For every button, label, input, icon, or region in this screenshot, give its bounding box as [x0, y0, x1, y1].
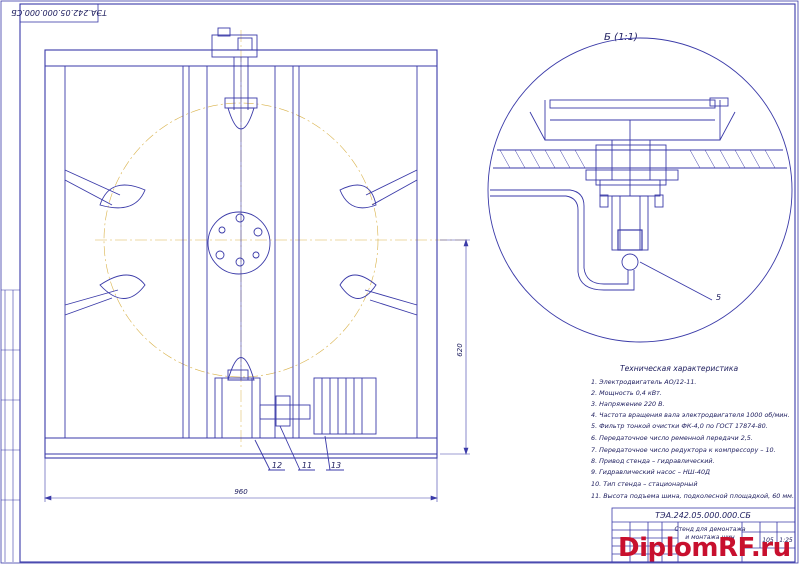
- mass-value: 105: [762, 537, 774, 544]
- spec-item: 1. Электродвигатель АО/12-11.: [591, 378, 696, 386]
- top-screw-assembly: [211, 34, 258, 58]
- spec-item: 7. Передаточное число редуктора к компре…: [591, 446, 776, 454]
- spec-item: 5. Фильтр тонкой очистки ФК-4,0 по ГОСТ …: [591, 422, 768, 430]
- product-name-line2: и монтажа шин: [685, 534, 734, 541]
- title-doc-code: ТЭА.242.05.000.000.СБ: [655, 511, 751, 520]
- stand-main-view: [44, 27, 470, 471]
- spec-item: 3. Напряжение 220 В.: [591, 400, 665, 408]
- bottom-clamp-jaw: [227, 357, 255, 381]
- spec-item: 4. Частота вращения вала электродвигател…: [591, 411, 790, 419]
- callout-5: 5: [716, 293, 721, 302]
- top-clamp-jaw: [227, 107, 255, 130]
- height-dimension: 620: [456, 343, 464, 357]
- detail-view-label: Б (1:1): [604, 32, 638, 43]
- detail-circle: [487, 37, 793, 343]
- left-lower-jaw: [99, 274, 146, 299]
- width-dimension: 960: [234, 488, 248, 496]
- rotated-doc-code: ТЭА.242.05.000.000.СБ: [11, 8, 107, 17]
- dimension-lines: [44, 239, 470, 502]
- right-upper-jaw: [339, 184, 377, 209]
- left-upper-jaw: [99, 184, 146, 209]
- right-column: [274, 65, 300, 439]
- spec-item: 6. Передаточное число ременной передачи …: [591, 434, 753, 442]
- right-lower-jaw: [339, 274, 377, 299]
- electric-motor: [313, 377, 377, 435]
- spec-title: Техническая характеристика: [620, 364, 738, 373]
- callout-11: 11: [302, 461, 312, 470]
- inner-frame: [19, 3, 796, 563]
- product-name-line1: Стенд для демонтажа: [674, 526, 745, 533]
- code-stamp: ТЭА.242.05.000.000.СБ: [11, 3, 107, 23]
- callout-13: 13: [331, 461, 341, 470]
- spec-item: 9. Гидравлический насос – НШ-40Д: [591, 468, 710, 476]
- spec-item: 11. Высота подъема шина, подколесной пло…: [591, 492, 794, 500]
- spec-item: 10. Тип стенда – стационарный: [591, 480, 698, 488]
- spec-item: 2. Мощность 0,4 кВт.: [591, 389, 662, 397]
- title-block: [611, 507, 796, 563]
- detail-view-b: [487, 37, 793, 343]
- wheel-hub: [207, 211, 271, 275]
- watermark: DiplomRF.ru: [618, 533, 791, 563]
- left-margin-strips: [1, 289, 20, 562]
- belt-drive: [259, 404, 311, 420]
- left-column: [182, 65, 208, 439]
- scale-value: 1:25: [779, 537, 793, 544]
- spec-list: 1. Электродвигатель АО/12-11. 2. Мощност…: [591, 378, 794, 500]
- spec-item: 8. Привод стенда – гидравлический.: [591, 457, 715, 465]
- callout-12: 12: [272, 461, 282, 470]
